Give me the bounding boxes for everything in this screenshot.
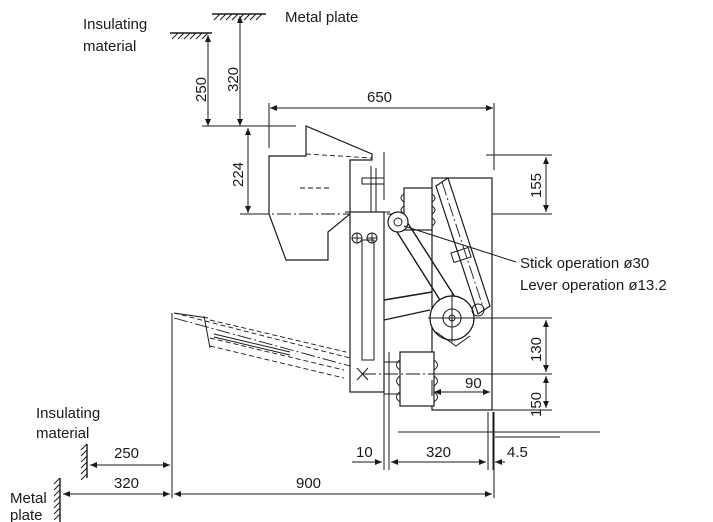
bottom-insulating-hatch [80,443,88,481]
dim-10-text: 10 [356,444,373,461]
stick-operation-leader [403,225,517,263]
switch-housing [255,125,500,420]
lower-insulator [384,351,438,407]
top-insulating-label-line1: Insulating [83,16,147,33]
dim-150-text: 150 [528,392,545,417]
top-insulating-hatch [170,32,212,40]
dim-320-bottom-text: 320 [426,444,451,461]
dim-130-text: 130 [528,337,545,362]
bottom-metal-plate-hatch [53,477,61,522]
dim-250-bottom-text: 250 [114,445,139,462]
dim-224-text: 224 [230,162,247,187]
dim-155-text: 155 [528,173,545,198]
bottom-insulating-label-line1: Insulating [36,405,100,422]
top-metal-plate-hatch [212,13,266,21]
bottom-metal-label-line2: plate [10,507,43,522]
top-insulating-label-line2: material [83,38,136,55]
bottom-metal-label-line1: Metal [10,490,47,507]
operating-rod [435,177,491,315]
dim-4-5-text: 4.5 [507,444,528,461]
dim-650-text: 650 [367,89,392,106]
dim-900-text: 900 [296,475,321,492]
dim-90-text: 90 [465,375,482,392]
stick-operation-label: Stick operation ø30 [520,255,649,272]
dim-320-top-text: 320 [225,67,242,92]
open-blade-outline [173,312,351,379]
dim-320-bottom-left-text: 320 [114,475,139,492]
lever-wheel [428,294,485,347]
top-metal-plate-label: Metal plate [285,9,358,26]
bottom-insulating-label-line2: material [36,425,89,442]
lever-operation-label: Lever operation ø13.2 [520,277,667,294]
dim-250-top-text: 250 [193,77,210,102]
upper-insulator [400,187,436,231]
